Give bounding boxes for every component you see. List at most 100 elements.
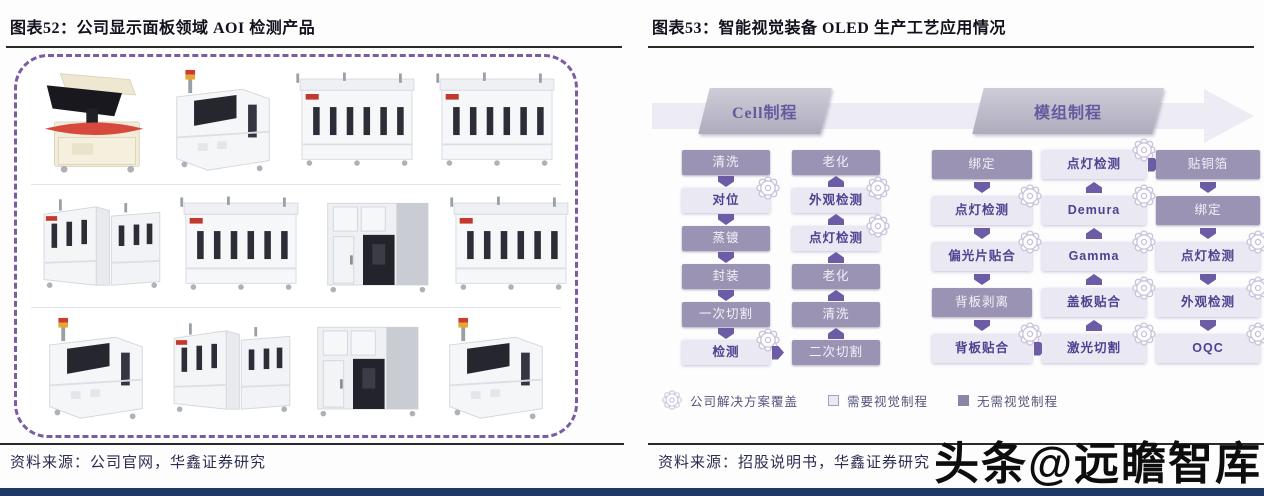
watermark: 头条@远瞻智库 [934, 438, 1262, 489]
figure-52-title: 图表52：公司显示面板领域 AOI 检测产品 [6, 8, 622, 48]
flow-step-label: 点灯检测 [1180, 249, 1235, 264]
flow-step-label: 绑定 [1194, 203, 1222, 218]
inline-aoi-cabinet [427, 65, 567, 179]
flow-step-label: 老化 [822, 269, 850, 284]
flow-step-label: 对位 [712, 193, 740, 208]
arrow-down-icon [718, 214, 734, 225]
flow-step-label: 偏光片贴合 [948, 249, 1016, 264]
flow-step-label: 背板贴合 [954, 341, 1009, 356]
cell-process-banner-label: Cell制程 [732, 105, 798, 122]
arrow-up-icon [1086, 274, 1102, 285]
flow-step-label: 点灯检测 [808, 231, 863, 246]
process-direction-arrow-icon [652, 89, 1254, 143]
arrow-down-icon [718, 252, 734, 263]
arrow-right-icon [772, 345, 784, 360]
flow-step-5-1: 贴铜箔 [1156, 150, 1260, 179]
gear-icon [1018, 322, 1042, 346]
gear-icon [662, 390, 682, 410]
flow-step-2-3: 点灯检测 [792, 214, 890, 251]
legend-label: 需要视觉制程 [847, 394, 929, 409]
arrow-down-icon [1200, 182, 1216, 193]
flow-step-label: 蒸镀 [712, 231, 740, 246]
flow-step-label: Demura [1067, 203, 1121, 218]
flow-step-label: 盖板贴合 [1066, 295, 1121, 310]
aoi-machine-grid [14, 54, 578, 438]
flow-step-label: 封装 [712, 269, 740, 284]
flow-step-1-3: 蒸镀 [682, 226, 770, 251]
open-window-aoi-machine [159, 65, 287, 179]
arrow-down-icon [974, 228, 990, 239]
gear-icon [1018, 230, 1042, 254]
flow-step-1-1: 清洗 [682, 150, 770, 175]
flow-step-4-1: 点灯检测 [1042, 138, 1160, 179]
flow-step-label: 清洗 [822, 307, 850, 322]
gear-icon [1018, 184, 1042, 208]
flow-step-label: 背板剥离 [954, 295, 1009, 310]
machine-row [31, 61, 561, 185]
machine-row [31, 308, 561, 431]
canopy-aoi-machine [31, 65, 159, 179]
machine-row [31, 185, 569, 309]
gear-icon [1246, 322, 1264, 346]
flow-step-label: 外观检测 [808, 193, 863, 208]
arrow-up-icon [1086, 182, 1102, 193]
module-process-banner: 模组制程 [972, 88, 1164, 134]
flow-step-3-4: 背板剥离 [932, 288, 1032, 317]
flow-step-label: 外观检测 [1180, 295, 1235, 310]
flow-step-label: 检测 [712, 345, 740, 360]
flow-step-1-2: 对位 [682, 176, 780, 213]
flow-step-2-5: 清洗 [792, 302, 880, 327]
gear-icon [1132, 184, 1156, 208]
flow-step-4-4: 盖板贴合 [1042, 276, 1156, 317]
flow-step-2-1: 老化 [792, 150, 880, 175]
arrow-up-icon [828, 214, 844, 225]
open-window-aoi-machine [431, 313, 561, 427]
arrow-down-icon [1200, 320, 1216, 331]
arrow-up-icon [828, 290, 844, 301]
flow-step-label: 一次切割 [698, 307, 753, 322]
gear-icon [756, 176, 780, 200]
flow-step-label: 老化 [822, 155, 850, 170]
gear-icon [866, 176, 890, 200]
oled-process-flow: Cell制程 模组制程 公司解决方案覆盖需要视觉制程无需视觉制程 清洗对位蒸镀封… [648, 52, 1264, 424]
open-window-aoi-machine [31, 313, 161, 427]
flow-step-4-2: Demura [1042, 184, 1156, 225]
legend-item: 公司解决方案覆盖 [662, 390, 798, 410]
portal-aoi-machine [301, 313, 431, 427]
flow-step-label: 点灯检测 [954, 203, 1009, 218]
flow-step-label: 二次切割 [808, 345, 863, 360]
legend-label: 无需视觉制程 [977, 394, 1059, 409]
figure-52-source: 资料来源：公司官网，华鑫证券研究 [0, 443, 624, 472]
flow-step-label: Gamma [1068, 249, 1120, 264]
flow-step-label: OQC [1192, 341, 1224, 356]
flow-step-3-2: 点灯检测 [932, 184, 1042, 225]
flow-legend: 公司解决方案覆盖 需要视觉制程 无需视觉制程 [662, 390, 1058, 410]
flow-step-3-5: 背板贴合 [932, 322, 1046, 363]
flow-step-1-5: 一次切割 [682, 302, 770, 327]
arrow-up-icon [1086, 320, 1102, 331]
flow-step-1-6: 检测 [682, 328, 784, 365]
flow-step-2-6: 二次切割 [792, 340, 880, 365]
gear-icon [866, 214, 890, 238]
flow-step-5-2: 绑定 [1156, 196, 1260, 225]
arrow-up-icon [828, 328, 844, 339]
arrow-down-icon [718, 290, 734, 301]
gear-icon [1246, 276, 1264, 300]
flow-step-3-1: 绑定 [932, 150, 1032, 179]
flow-step-label: 清洗 [712, 155, 740, 170]
flow-step-5-5: OQC [1156, 322, 1264, 363]
figure-53-source: 资料来源：招股说明书，华鑫证券研究 [648, 443, 1264, 472]
gear-icon [1132, 230, 1156, 254]
legend-label: 公司解决方案覆盖 [690, 394, 799, 409]
dark-square [958, 394, 970, 406]
flow-step-1-4: 封装 [682, 264, 770, 289]
twin-module-aoi-cabinet [161, 313, 301, 427]
arrow-down-icon [1200, 228, 1216, 239]
arrow-up-icon [1086, 228, 1102, 239]
arrow-down-icon [718, 176, 734, 187]
arrow-down-icon [974, 274, 990, 285]
light-square [828, 394, 840, 406]
legend-item: 无需视觉制程 [958, 391, 1058, 410]
arrow-up-icon [828, 252, 844, 263]
